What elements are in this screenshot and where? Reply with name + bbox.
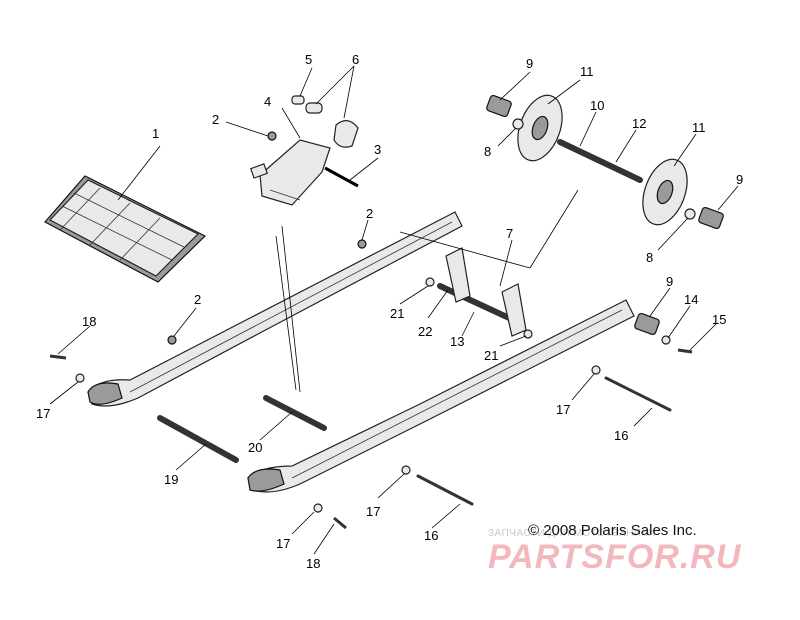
part-2-nut-b (357, 239, 367, 249)
callout-3: 3 (374, 142, 381, 157)
watermark-subtitle: ЗАПЧАСТИ ДЛЯ МОТОТЕХНИКИ (488, 528, 656, 539)
part-17-washer-c (401, 465, 411, 475)
callout-17-b: 17 (556, 402, 570, 417)
part-9-block-a (486, 94, 512, 118)
part-21-washer-b (523, 329, 533, 339)
callout-10: 10 (590, 98, 604, 113)
callout-19: 19 (164, 472, 178, 487)
part-8-washer-a (512, 118, 524, 130)
part-9-block-b (698, 206, 724, 230)
part-6-bushings (305, 102, 359, 148)
callout-2-a: 2 (212, 112, 219, 127)
copyright-notice: © 2008 Polaris Sales Inc. (528, 522, 697, 539)
part-17-washer-a (75, 373, 85, 383)
callout-8-b: 8 (646, 250, 653, 265)
part-12-axle (557, 139, 643, 183)
part-19-shaft (157, 415, 239, 463)
callout-15: 15 (712, 312, 726, 327)
callout-17-d: 17 (276, 536, 290, 551)
part-15-bolt (677, 348, 693, 354)
part-2-nut-a (267, 131, 277, 141)
part-18-bolt-b (333, 516, 347, 530)
part-8-washer-b (684, 208, 696, 220)
part-16-bolt-front (416, 474, 474, 506)
callout-9-b: 9 (736, 172, 743, 187)
callout-21-b: 21 (484, 348, 498, 363)
callout-labels: 1 2 2 2 3 4 5 6 7 8 8 9 9 9 10 11 11 12 … (36, 52, 743, 571)
part-3-bolt (324, 166, 359, 188)
callout-8-a: 8 (484, 144, 491, 159)
callout-5: 5 (305, 52, 312, 67)
right-rail (247, 299, 635, 493)
part-9-block-c (634, 312, 660, 336)
callout-4: 4 (264, 94, 271, 109)
callout-18-a: 18 (82, 314, 96, 329)
part-4-bracket (249, 139, 331, 206)
part-20-shaft (263, 395, 327, 431)
callout-16-b: 16 (424, 528, 438, 543)
callout-13: 13 (450, 334, 464, 349)
watermark-logo: PARTSFOR.RU (488, 538, 742, 576)
part-5-spacer (291, 95, 305, 105)
callout-17-c: 17 (366, 504, 380, 519)
leader-lines (49, 65, 739, 555)
part-21-washer-a (425, 277, 435, 287)
callout-16-a: 16 (614, 428, 628, 443)
callout-21-a: 21 (390, 306, 404, 321)
part-11-wheel-right (642, 158, 688, 226)
callout-2-c: 2 (194, 292, 201, 307)
part-17-washer-b (591, 365, 601, 375)
callout-7: 7 (506, 226, 513, 241)
callout-9-a: 9 (526, 56, 533, 71)
callout-11-a: 11 (580, 64, 594, 79)
part-13-crossbar (437, 247, 527, 337)
callout-14: 14 (684, 292, 698, 307)
callout-9-c: 9 (666, 274, 673, 289)
callout-6: 6 (352, 52, 359, 67)
callout-12: 12 (632, 116, 646, 131)
callout-11-b: 11 (692, 120, 706, 135)
part-18-bolt-a (49, 354, 67, 360)
part-1-track (44, 175, 207, 283)
callout-2-b: 2 (366, 206, 373, 221)
part-2-nut-c (167, 335, 177, 345)
callout-22: 22 (418, 324, 432, 339)
callout-20: 20 (248, 440, 262, 455)
callout-1: 1 (152, 126, 159, 141)
callout-17-a: 17 (36, 406, 50, 421)
part-17-washer-d (313, 503, 323, 513)
left-rail (87, 211, 463, 407)
part-16-bolt-rear (604, 376, 672, 412)
callout-18-b: 18 (306, 556, 320, 571)
